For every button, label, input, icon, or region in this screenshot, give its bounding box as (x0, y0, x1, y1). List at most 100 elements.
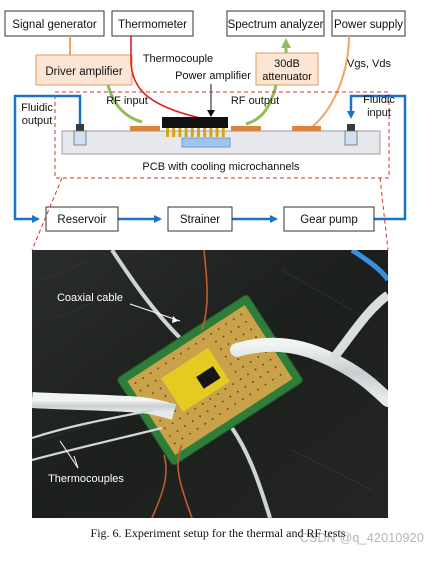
power-amplifier-arrowhead (207, 110, 215, 117)
via (172, 357, 175, 360)
via (249, 393, 252, 396)
amplifier-chip-photo (196, 366, 221, 389)
via (204, 422, 206, 425)
via (154, 379, 157, 382)
via (209, 397, 212, 400)
thermometer-label: Thermometer (118, 19, 187, 31)
pcb-label: PCB with cooling microchannels (142, 161, 300, 173)
via (186, 412, 189, 415)
via (159, 419, 162, 422)
chip-pin (166, 128, 169, 137)
via (217, 328, 220, 330)
driver-amplifier-label: Driver amplifier (45, 66, 122, 78)
via (220, 348, 222, 350)
via (229, 363, 232, 366)
gear-pump-label: Gear pump (300, 214, 358, 226)
chip-pin (209, 128, 213, 137)
via (232, 383, 234, 386)
coaxial-cable-arrowhead (172, 316, 178, 323)
via (250, 328, 253, 331)
thermocouple-probe-1 (32, 408, 155, 440)
via (164, 362, 167, 365)
vgs-vds-label: Vgs, Vds (347, 58, 392, 70)
thermocouples-pointer-2 (73, 455, 79, 469)
chip-pin (178, 128, 182, 137)
fluidic-output-label-2: output (22, 115, 53, 127)
fluidic-output-line (13, 94, 82, 223)
via (225, 323, 228, 326)
rf-input-line (106, 84, 143, 124)
via (267, 371, 269, 374)
rf-output-pad (231, 126, 261, 131)
via (222, 335, 225, 338)
via (221, 400, 224, 403)
via (202, 337, 205, 340)
thermocouples-pointer-1 (59, 440, 79, 469)
via (255, 336, 257, 338)
via (279, 373, 282, 376)
via (274, 366, 277, 369)
via (237, 358, 240, 361)
chip-pin (184, 128, 188, 137)
via (174, 410, 177, 412)
via (224, 355, 227, 358)
signal-generator-box: Signal generator (4, 10, 105, 37)
via (245, 321, 248, 323)
via (259, 376, 262, 378)
via (181, 437, 184, 440)
via (147, 384, 149, 387)
strainer-label: Strainer (180, 214, 220, 226)
spectrum-analyzer-box: Spectrum analyzer (226, 10, 325, 37)
via (195, 342, 197, 345)
fluid-tube-right-2 (328, 291, 388, 363)
fluidic-output-connector (73, 124, 87, 146)
via (239, 378, 242, 381)
via (184, 425, 186, 427)
watermark: CSDN @q_42010920 (299, 531, 424, 545)
strainer-box: Strainer (167, 206, 233, 232)
thermocouple-wire (130, 36, 201, 119)
via (194, 407, 197, 410)
via (244, 385, 247, 388)
via (142, 377, 145, 379)
blue-cable (350, 250, 388, 282)
via (171, 422, 174, 425)
via (249, 361, 252, 363)
via (224, 388, 227, 390)
via (180, 352, 182, 355)
power-supply-line (311, 35, 350, 128)
via (201, 402, 204, 405)
via (232, 318, 235, 321)
via (173, 442, 176, 445)
via (216, 393, 219, 395)
via (187, 347, 190, 350)
attenuator-label-1: 30dB (274, 58, 300, 70)
fluidic-input-line (347, 94, 407, 221)
via (264, 383, 267, 386)
via (242, 333, 245, 336)
thermocouple-probe-2 (32, 426, 163, 462)
spectrum-analyzer-label: Spectrum analyzer (228, 19, 324, 31)
experiment-photo-drawing: Coaxial cable Thermocouples (32, 250, 388, 518)
fluidic-input-label-2: input (367, 107, 391, 119)
via (199, 415, 202, 418)
power-amplifier-chip (162, 117, 231, 148)
via (236, 390, 239, 393)
bias-pad (292, 126, 321, 131)
via (272, 378, 274, 381)
via (152, 392, 154, 395)
thermometer-box: Thermometer (111, 10, 194, 37)
via (242, 365, 245, 368)
coaxial-cable-lower (230, 426, 272, 518)
experiment-photo: Coaxial cable Thermocouples (32, 250, 388, 518)
via (247, 373, 249, 376)
gear-pump-box: Gear pump (283, 206, 375, 232)
coaxial-cable-pointer (129, 303, 181, 322)
rf-input-label: RF input (106, 95, 148, 107)
chip-pin (197, 128, 200, 137)
chip-pins (166, 128, 225, 137)
fluidic-output-label-1: Fluidic (21, 102, 53, 114)
reservoir-box: Reservoir (45, 206, 119, 232)
via (237, 325, 240, 328)
